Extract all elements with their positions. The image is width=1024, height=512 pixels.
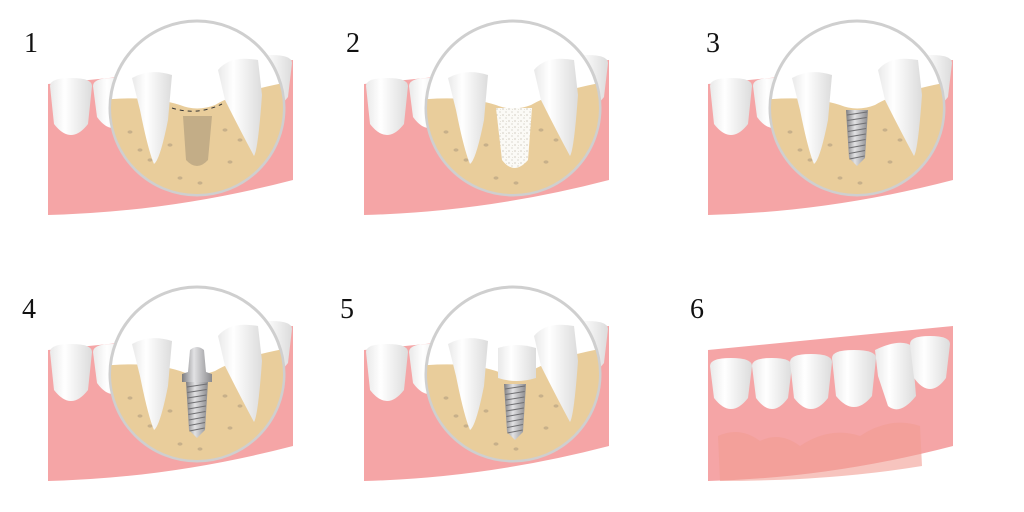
right-tooth <box>534 58 578 156</box>
left-tooth <box>132 338 172 430</box>
crown <box>498 345 536 381</box>
step-panel-6 <box>708 326 953 481</box>
bone-graft <box>496 108 532 168</box>
left-tooth <box>792 72 832 164</box>
teeth <box>710 336 950 410</box>
abutment <box>182 347 212 382</box>
left-tooth <box>132 72 172 164</box>
right-tooth <box>218 324 262 422</box>
empty-socket <box>183 116 212 166</box>
step-panel-2 <box>364 19 609 215</box>
step-number: 2 <box>346 28 360 59</box>
right-tooth <box>218 58 262 156</box>
step-panel-3 <box>708 19 953 215</box>
step-number: 6 <box>690 294 704 325</box>
step-number: 3 <box>706 28 720 59</box>
right-tooth <box>878 58 922 156</box>
step-panel-1 <box>48 19 293 215</box>
step-number: 1 <box>24 28 38 59</box>
step-panel-5 <box>364 285 609 481</box>
step-number: 5 <box>340 294 354 325</box>
step-number: 4 <box>22 294 36 325</box>
left-tooth <box>448 72 488 164</box>
step-panel-4 <box>48 285 293 481</box>
right-tooth <box>534 324 578 422</box>
left-tooth <box>448 338 488 430</box>
